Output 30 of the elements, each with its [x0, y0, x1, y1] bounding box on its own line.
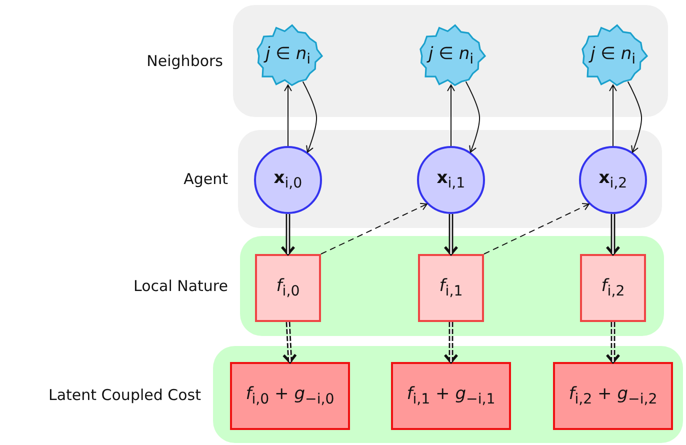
arrow [609, 84, 617, 146]
double-arrow [606, 322, 620, 364]
row-label: Latent Coupled Cost [47, 384, 201, 404]
row-label: Agent [182, 169, 228, 189]
math-label: j ∈ n$_{i}$ [590, 44, 636, 68]
arrow [627, 81, 642, 153]
math-label: f$_{i,0}$ + g$_{−i,0}$ [246, 384, 334, 408]
math-label: f$_{i,2}$ + g$_{−i,2}$ [568, 384, 658, 408]
math-label: f$_{i,1}$ [439, 276, 463, 300]
math-label: f$_{i,2}$ [601, 276, 625, 300]
double-arrow [606, 214, 620, 256]
math-label: x$_{i,0}$ [274, 168, 302, 192]
double-arrow [444, 214, 458, 256]
arrow [447, 84, 455, 146]
math-label: f$_{i,1}$ + g$_{−i,1}$ [406, 384, 496, 408]
math-label: f$_{i,0}$ [276, 276, 300, 300]
arrow [302, 81, 317, 153]
double-arrow [280, 214, 296, 256]
math-label: j ∈ n$_{i}$ [265, 44, 311, 68]
math-label: x$_{i,2}$ [598, 168, 628, 192]
arrow [284, 84, 292, 146]
double-arrow [282, 322, 297, 364]
arrow [484, 202, 590, 254]
row-label: Neighbors [146, 51, 223, 71]
double-arrow [444, 322, 458, 364]
row-label: Local Nature [132, 276, 228, 296]
math-label: x$_{i,1}$ [436, 168, 466, 192]
arrow [320, 202, 428, 254]
arrow [465, 81, 480, 153]
math-label: j ∈ n$_{i}$ [428, 44, 474, 68]
